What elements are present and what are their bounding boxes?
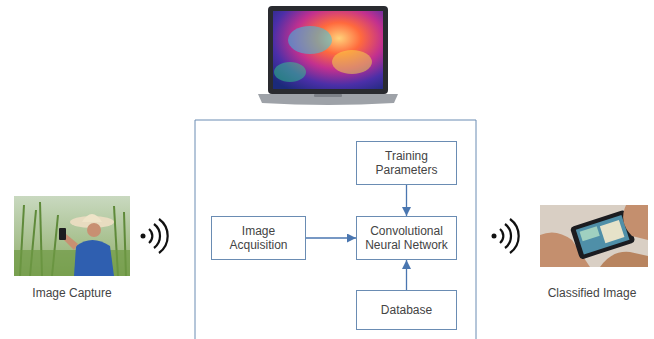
image-caption: Image Capture xyxy=(10,286,134,300)
box-text: Image Acquisition xyxy=(218,224,299,253)
flow-arrow xyxy=(306,237,356,238)
process-box: Training Parameters xyxy=(356,141,457,185)
wireless-symbol xyxy=(141,219,168,253)
system-frame xyxy=(195,120,476,339)
phone-photo xyxy=(540,205,648,267)
box-text: Convolutional Neural Network xyxy=(363,224,450,253)
farmer-photo xyxy=(14,196,130,276)
box-text: Database xyxy=(381,303,432,317)
process-box: Image Acquisition xyxy=(211,216,306,260)
box-text: Training Parameters xyxy=(363,149,450,178)
flow-arrow xyxy=(406,260,407,290)
process-box: Database xyxy=(356,290,457,330)
wireless-symbol xyxy=(492,219,519,253)
flow-arrow xyxy=(406,185,407,216)
image-caption: Classified Image xyxy=(532,286,652,300)
process-box: Convolutional Neural Network xyxy=(356,216,457,260)
laptop-picture xyxy=(258,6,398,105)
